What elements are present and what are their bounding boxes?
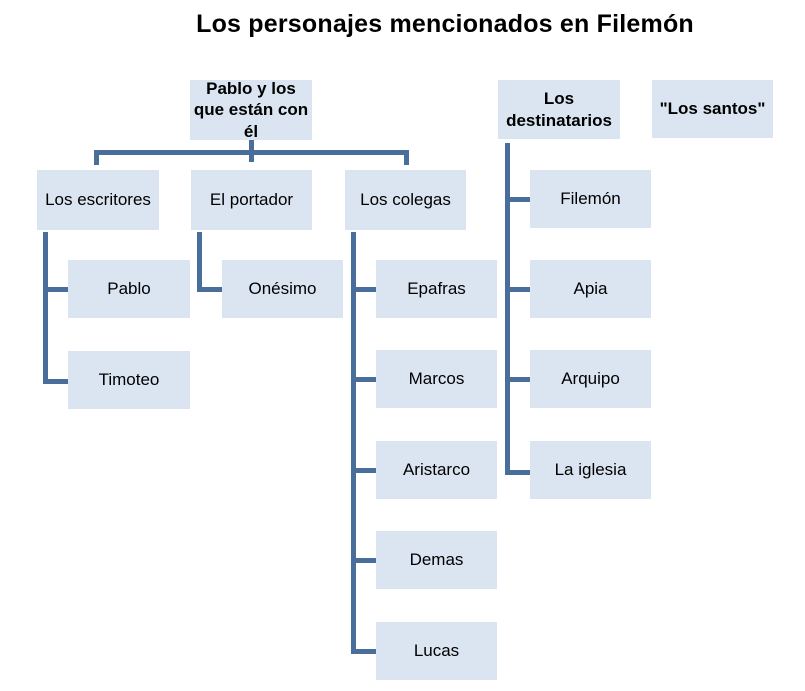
connector: [43, 287, 68, 292]
destinatario-node: Arquipo: [530, 350, 651, 408]
colega-label: Marcos: [408, 369, 465, 389]
connector: [505, 287, 530, 292]
destinatario-node: La iglesia: [530, 441, 651, 499]
connector: [43, 379, 68, 384]
group-colegas: Los colegas: [345, 170, 466, 230]
colega-node: Marcos: [376, 350, 497, 408]
colega-node: Demas: [376, 531, 497, 589]
connector: [351, 232, 356, 654]
connector: [351, 377, 376, 382]
connector: [505, 197, 530, 202]
portador-node: Onésimo: [222, 260, 343, 318]
connector: [351, 649, 376, 654]
escritor-node: Timoteo: [68, 351, 190, 409]
colega-node: Epafras: [376, 260, 497, 318]
destinatario-label: Filemón: [560, 189, 621, 209]
group-portador-label: El portador: [209, 190, 294, 210]
root-node: Pablo y los que están con él: [190, 79, 312, 141]
colega-node: Lucas: [376, 622, 497, 680]
destinatarios-node: Los destinatarios: [498, 80, 620, 139]
destinatario-label: La iglesia: [554, 460, 627, 480]
diagram-title: Los personajes mencionados en Filemón: [196, 10, 694, 38]
root-node-label: Pablo y los que están con él: [193, 79, 309, 141]
colega-label: Lucas: [413, 641, 460, 661]
colega-node: Aristarco: [376, 441, 497, 499]
escritor-node: Pablo: [68, 260, 190, 318]
group-escritores-label: Los escritores: [45, 190, 151, 210]
group-portador: El portador: [191, 170, 312, 230]
connector: [505, 377, 530, 382]
santos-label: "Los santos": [659, 99, 766, 119]
destinatario-node: Apia: [530, 260, 651, 318]
connector: [351, 287, 376, 292]
destinatario-label: Arquipo: [561, 369, 620, 389]
connector: [351, 558, 376, 563]
connector: [351, 468, 376, 473]
colega-label: Epafras: [407, 279, 466, 299]
colega-label: Demas: [409, 550, 464, 570]
destinatarios-label: Los destinatarios: [506, 89, 612, 130]
connector: [94, 150, 409, 155]
colega-label: Aristarco: [402, 460, 471, 480]
connector: [197, 232, 202, 292]
connector: [94, 150, 99, 165]
escritor-label: Pablo: [107, 279, 151, 299]
portador-label: Onésimo: [248, 279, 317, 299]
destinatario-node: Filemón: [530, 170, 651, 228]
santos-node: "Los santos": [652, 80, 773, 138]
escritor-label: Timoteo: [98, 370, 160, 390]
connector: [505, 143, 510, 475]
connector: [43, 232, 48, 384]
connector: [505, 470, 530, 475]
group-escritores: Los escritores: [37, 170, 159, 230]
connector: [197, 287, 222, 292]
destinatario-label: Apia: [573, 279, 608, 299]
group-colegas-label: Los colegas: [360, 190, 451, 210]
connector: [404, 150, 409, 165]
